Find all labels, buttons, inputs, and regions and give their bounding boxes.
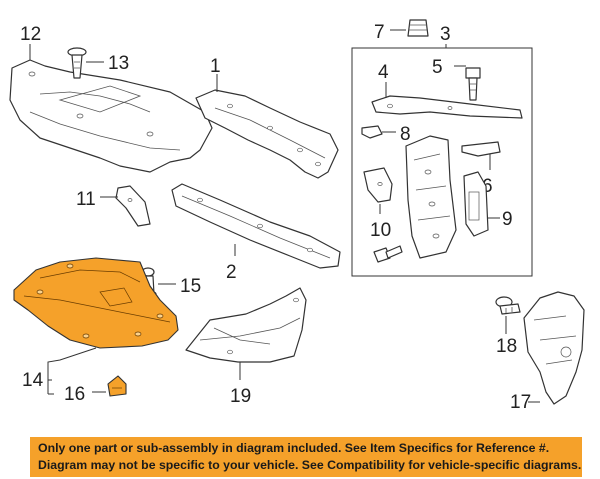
part-9-plate bbox=[463, 171, 489, 237]
callout-15: 15 bbox=[180, 276, 201, 297]
part-8-clip bbox=[361, 125, 383, 139]
callout-1: 1 bbox=[210, 56, 221, 77]
part-1-plate bbox=[195, 89, 339, 179]
part-14-engine-cover bbox=[13, 257, 179, 349]
part-6-bracket bbox=[461, 141, 501, 157]
disclaimer-banner: Only one part or sub-assembly in diagram… bbox=[30, 437, 582, 477]
callout-2: 2 bbox=[226, 262, 237, 283]
callout-14: 14 bbox=[22, 370, 44, 391]
part-5-bolt bbox=[465, 67, 481, 101]
callout-3: 3 bbox=[440, 24, 451, 45]
callout-9: 9 bbox=[502, 209, 513, 230]
part-10-bracket bbox=[363, 167, 393, 203]
callout-5: 5 bbox=[432, 57, 443, 78]
part-17-liner bbox=[523, 291, 585, 405]
callout-8: 8 bbox=[400, 124, 411, 145]
callout-17: 17 bbox=[510, 392, 531, 413]
disclaimer-line-1: Only one part or sub-assembly in diagram… bbox=[38, 441, 550, 455]
callout-10: 10 bbox=[370, 220, 391, 241]
part-7-nut bbox=[407, 19, 429, 37]
callout-18: 18 bbox=[496, 336, 517, 357]
part-2-beam bbox=[171, 183, 341, 269]
callout-19: 19 bbox=[230, 386, 251, 407]
part-18-bolt bbox=[495, 296, 521, 315]
part-11-bracket bbox=[115, 185, 151, 227]
callout-12: 12 bbox=[20, 24, 41, 45]
callout-6: 6 bbox=[482, 176, 493, 197]
part-12-cover bbox=[9, 59, 213, 173]
callout-16: 16 bbox=[64, 384, 85, 405]
part-3-group-box bbox=[351, 47, 533, 277]
part-3-main-bracket bbox=[405, 135, 457, 259]
disclaimer-line-2: Diagram may not be specific to your vehi… bbox=[38, 458, 582, 472]
callout-13: 13 bbox=[108, 53, 129, 74]
part-3-bolt bbox=[373, 245, 403, 263]
callout-4: 4 bbox=[378, 62, 389, 83]
callout-7: 7 bbox=[374, 22, 385, 43]
part-4-arm bbox=[371, 95, 523, 119]
part-16-clip bbox=[107, 375, 127, 397]
part-19-shield bbox=[185, 287, 307, 363]
callout-11: 11 bbox=[76, 189, 96, 210]
part-13-clip bbox=[67, 47, 87, 79]
